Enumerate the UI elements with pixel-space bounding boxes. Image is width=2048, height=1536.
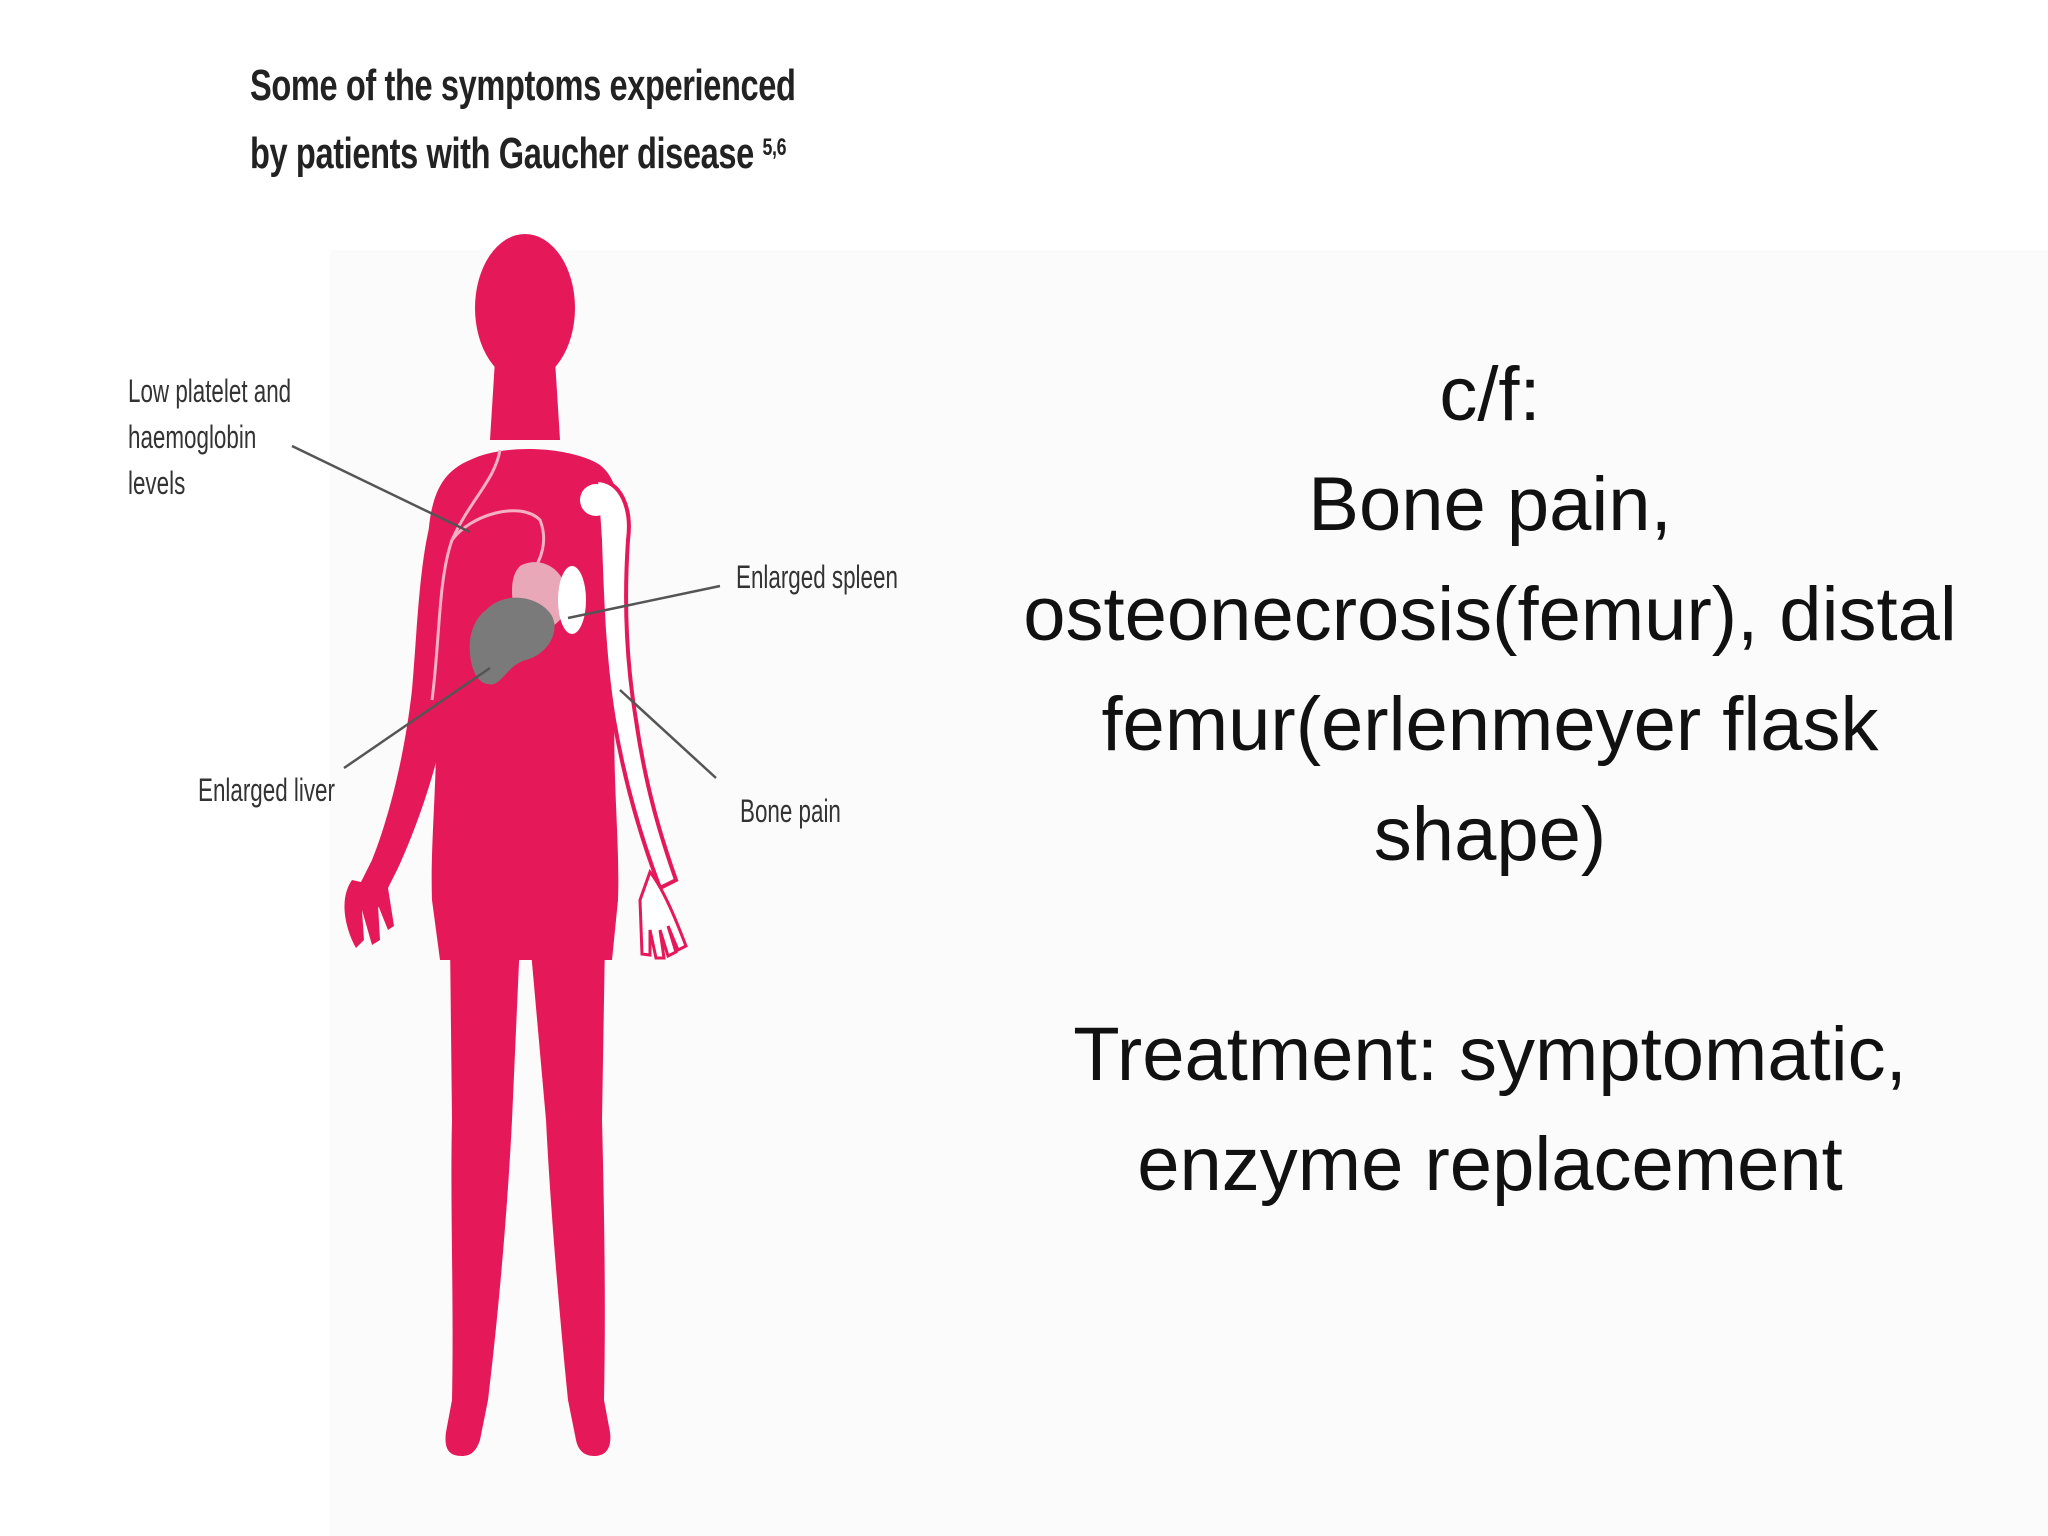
notes-line-osteonecrosis: osteonecrosis(femur), distal — [1023, 572, 1957, 657]
leader-lines — [291, 444, 721, 779]
figure-title-citation: 5,6 — [762, 134, 787, 161]
notes-line-enzyme: enzyme replacement — [1137, 1122, 1843, 1207]
label-enlarged-spleen: Enlarged spleen — [736, 559, 898, 595]
leader-line-platelet — [291, 444, 471, 534]
symptoms-figure: Some of the symptoms experienced by pati… — [0, 0, 960, 1536]
notes-line-femur: femur(erlenmeyer flask — [1101, 682, 1879, 767]
figure-title-line-1: Some of the symptoms experienced — [250, 61, 796, 110]
notes-line-treatment: Treatment: symptomatic, — [1073, 1012, 1907, 1097]
label-enlarged-liver: Enlarged liver — [198, 772, 335, 808]
vessel-icon — [430, 449, 502, 701]
leader-line-spleen — [567, 584, 721, 620]
liver-icon — [469, 597, 555, 685]
leader-line-bone — [619, 689, 717, 779]
vessel-icon-2 — [450, 509, 546, 576]
notes-text: c/f: Bone pain, osteonecrosis(femur), di… — [960, 340, 2020, 1220]
figure-title-line-2: by patients with Gaucher disease — [250, 129, 754, 178]
arm-bone-icon — [580, 477, 688, 960]
figure-title: Some of the symptoms experienced by pati… — [250, 52, 796, 188]
notes-line-shape: shape) — [1373, 792, 1607, 877]
notes-line-cf: c/f: — [1439, 352, 1541, 437]
label-platelet-haemoglobin: Low platelet and haemoglobin levels — [128, 373, 292, 501]
notes-line-bone-pain: Bone pain, — [1308, 462, 1672, 547]
label-bone-pain: Bone pain — [740, 793, 841, 829]
human-body-illustration — [291, 234, 721, 1456]
body-silhouette-icon — [344, 234, 621, 1456]
notes-spacer — [960, 890, 2020, 1000]
leader-line-liver — [343, 666, 491, 770]
